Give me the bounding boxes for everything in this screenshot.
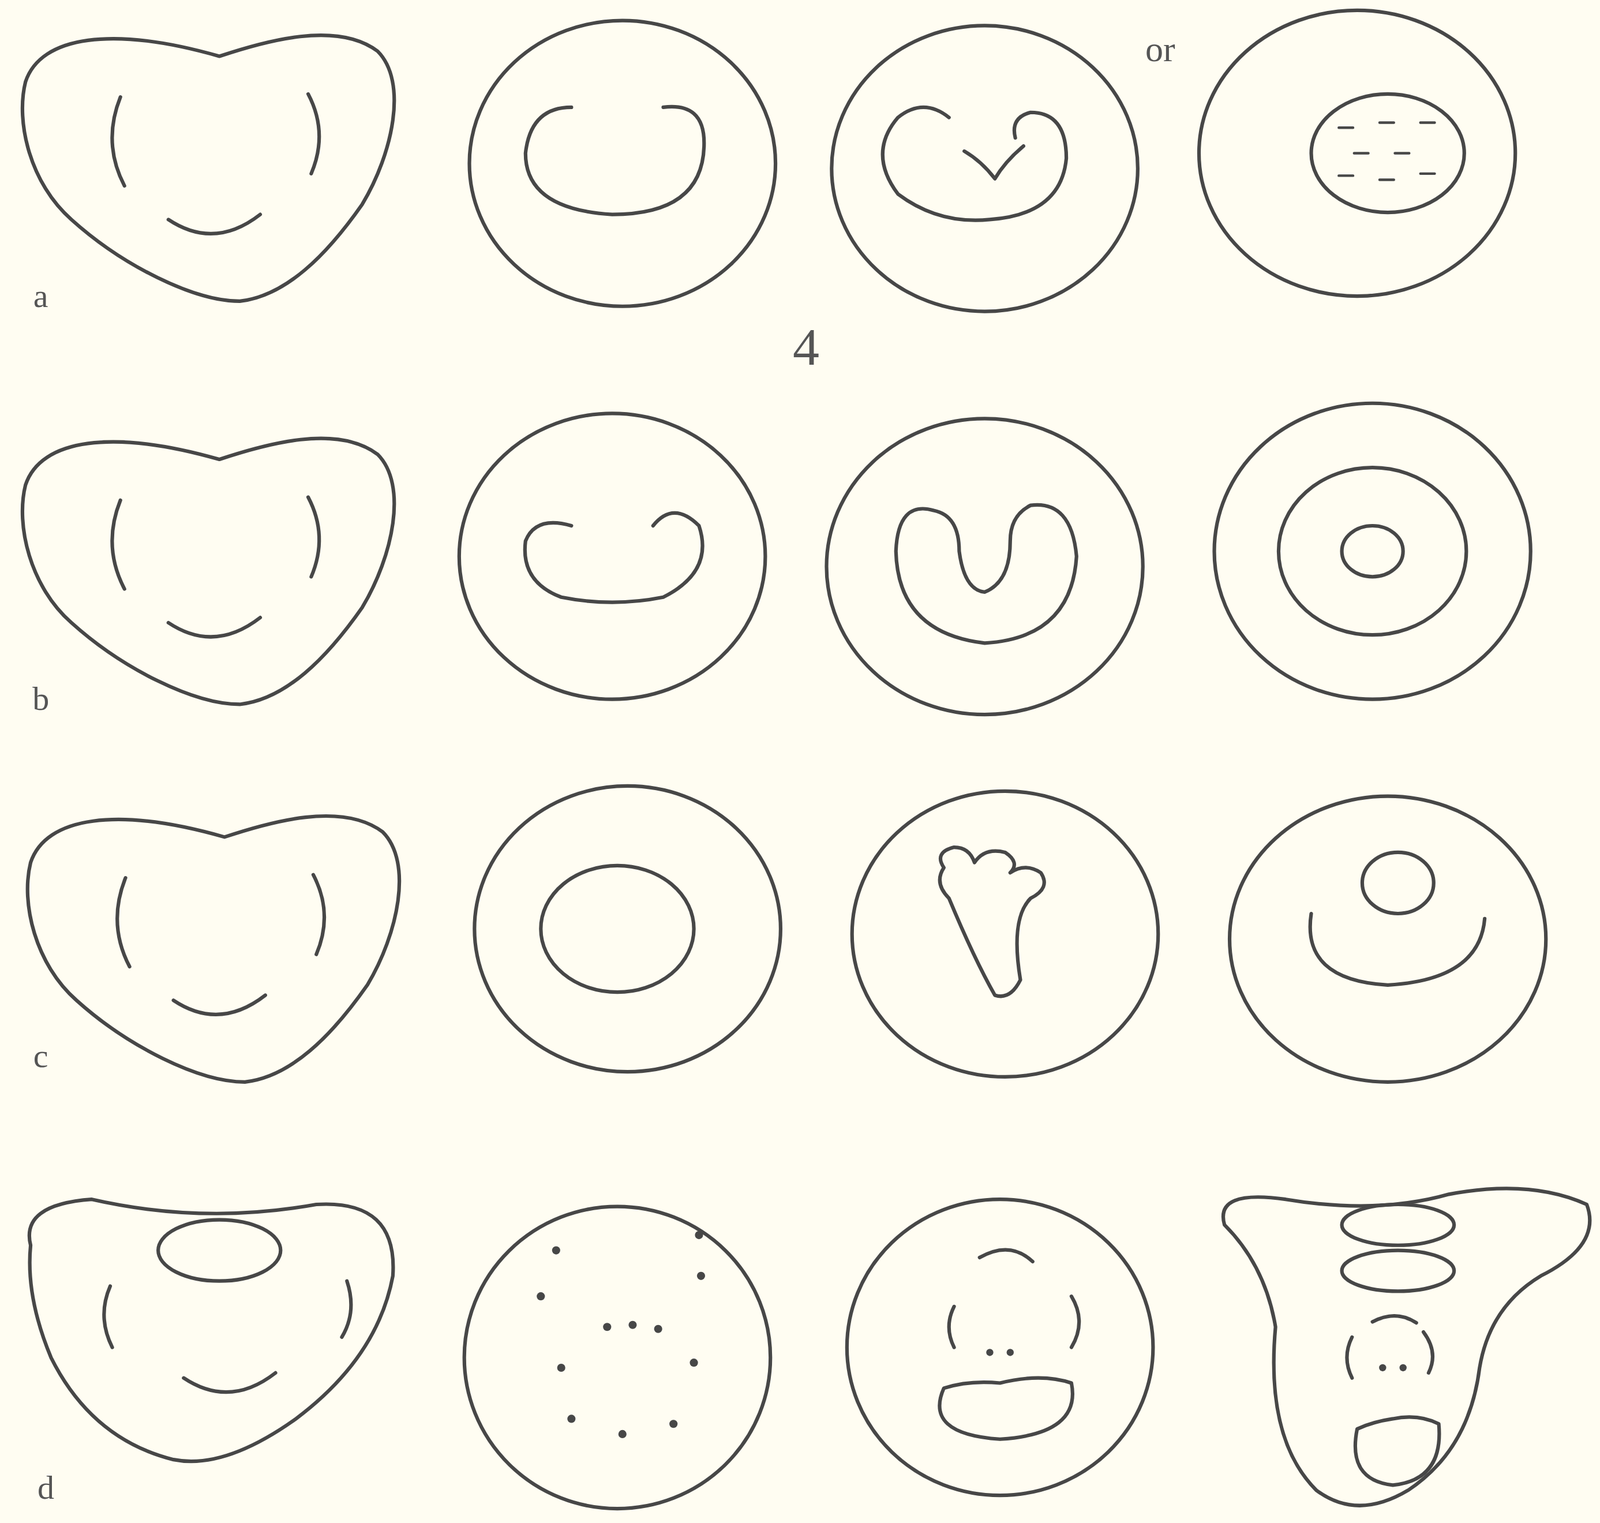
panel-label: b	[32, 682, 50, 716]
panel-label: or	[1145, 31, 1176, 67]
panel-label: d	[37, 1470, 55, 1505]
panel-label: a	[33, 279, 49, 313]
panel-label: c	[33, 1039, 49, 1073]
figure-number: 4	[792, 320, 820, 374]
section-outline	[22, 35, 395, 302]
